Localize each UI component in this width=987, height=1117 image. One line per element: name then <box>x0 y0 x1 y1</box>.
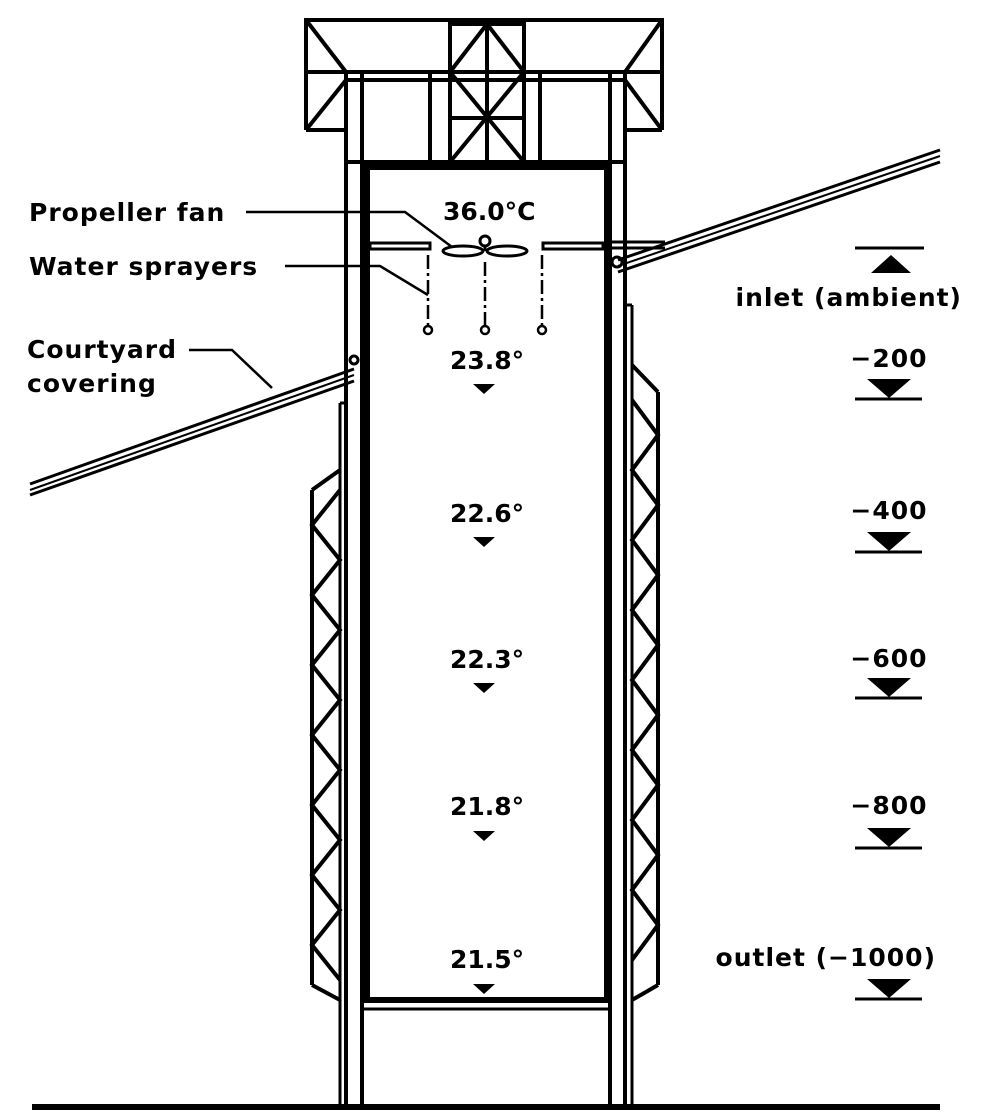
level-label: −600 <box>850 644 927 673</box>
propeller-fan-label: Propeller fan <box>29 198 225 227</box>
roof-bracket-right <box>610 240 665 269</box>
marker-triangle-icon <box>473 831 495 841</box>
propeller-fan-icon <box>441 234 529 258</box>
tower-top-frame <box>304 18 664 164</box>
level-triangle-down-icon <box>867 532 911 551</box>
temperature-readings: 23.8° 22.6° 22.3° 21.8° 21.5° <box>450 346 524 994</box>
level-label-outlet: outlet (−1000) <box>716 943 936 972</box>
roof-bracket-left <box>348 354 360 366</box>
temperature-reading: 23.8° <box>450 346 524 375</box>
courtyard-covering-label-line2: covering <box>27 369 157 398</box>
water-sprayers <box>422 255 548 336</box>
level-triangle-up-icon <box>871 255 911 273</box>
marker-triangle-icon <box>473 384 495 394</box>
level-markers: inlet (ambient) −200 −400 −600 −800 outl… <box>716 246 963 1001</box>
courtyard-covering-leader <box>189 348 273 389</box>
leader-lines <box>189 210 453 389</box>
temperature-reading: 21.5° <box>450 945 524 974</box>
level-label-inlet: inlet (ambient) <box>736 283 963 312</box>
temperature-reading: 22.3° <box>450 645 524 674</box>
level-triangle-down-icon <box>867 979 911 998</box>
water-sprayers-label: Water sprayers <box>29 252 258 281</box>
marker-triangle-icon <box>473 683 495 693</box>
courtyard-covering-label-line1: Courtyard <box>27 335 177 364</box>
level-label: −200 <box>850 344 927 373</box>
left-truss <box>309 468 343 1002</box>
level-label: −400 <box>850 496 927 525</box>
propeller-fan-leader <box>246 210 453 249</box>
level-triangle-down-icon <box>867 379 911 398</box>
sprayer-bar <box>368 241 605 251</box>
level-triangle-down-icon <box>867 828 911 847</box>
water-sprayers-leader <box>285 264 429 297</box>
right-truss <box>629 363 661 1002</box>
tower-shoulders <box>338 303 634 1107</box>
marker-triangle-icon <box>473 984 495 994</box>
marker-triangle-icon <box>473 537 495 547</box>
level-triangle-down-icon <box>867 678 911 697</box>
level-label: −800 <box>850 791 927 820</box>
temperature-reading: 21.8° <box>450 792 524 821</box>
cooling-chamber <box>364 164 610 1003</box>
courtyard-covering-right <box>617 148 941 274</box>
fan-temperature: 36.0°C <box>443 197 536 226</box>
courtyard-covering-left <box>29 367 355 497</box>
temperature-reading: 22.6° <box>450 499 524 528</box>
